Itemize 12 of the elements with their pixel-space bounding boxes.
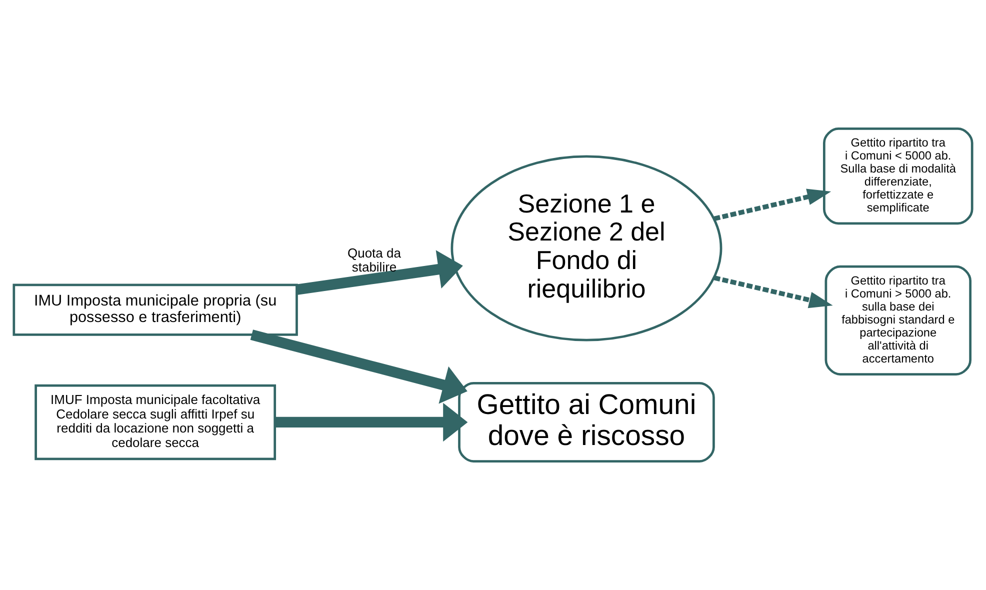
arrow xyxy=(275,402,468,442)
edge-label: Quota da stabilire xyxy=(348,245,402,275)
node-box: Gettito ripartito tra i Comuni < 5000 ab. Sulla base di modalità differenziate, forfettizzate e semplificate xyxy=(822,128,974,225)
node-box: IMUF Imposta municipale facoltativa Cedolare secca sugli affitti Irpef su redditi da locazione non soggetti a cedolare secca xyxy=(34,384,276,460)
node-box: IMU Imposta municipale propria (su possesso e trasferimenti) xyxy=(12,284,298,336)
arrow xyxy=(714,276,833,308)
arrow xyxy=(296,250,463,295)
node-ellipse: Sezione 1 e Sezione 2 del Fondo di riequilibrio xyxy=(450,155,722,342)
node-box: Gettito ai Comuni dove è riscosso xyxy=(458,382,715,462)
arrow xyxy=(714,188,832,221)
arrow xyxy=(250,330,468,404)
node-box: Gettito ripartito tra i Comuni > 5000 ab. sulla base dei fabbisogni standard e partecipazione all'attività di accertamento xyxy=(824,265,972,376)
